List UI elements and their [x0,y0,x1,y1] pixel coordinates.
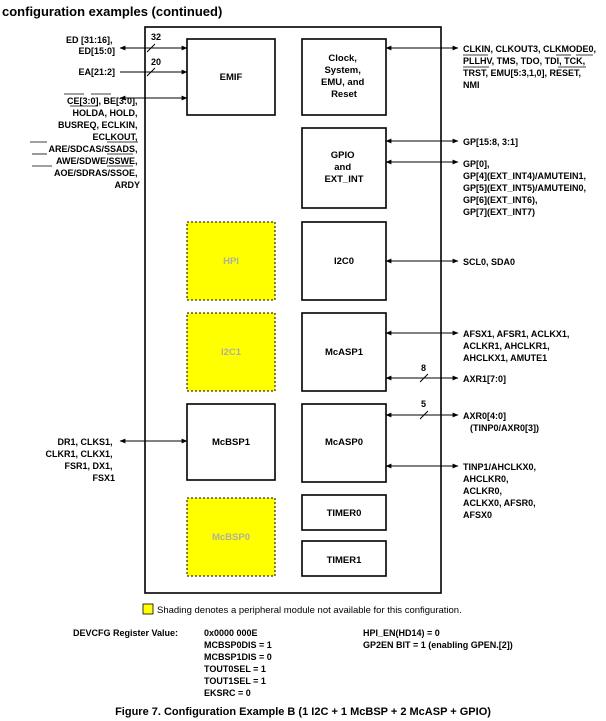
hpi-block [186,221,276,301]
devcfg-extra: HPI_EN(HD14) = 0 GP2EN BIT = 1 (enabling… [363,628,513,650]
gp-bus-signal: GP[15:8, 3:1] [463,137,518,147]
gpio-label: GPIO and EXT_INT [324,150,363,185]
mcbsp1-signals: DR1, CLKS1, CLKR1, CLKX1, FSR1, DX1, FSX… [45,437,115,483]
gpio-block [301,127,387,209]
ed-signal-label: ED [31:16], ED[15:0] [66,35,115,56]
axr0-width: 5 [421,399,426,409]
i2c0-signals: SCL0, SDA0 [463,257,515,267]
hpi-label: HPI [223,256,239,267]
axr0-bus-slash [419,410,429,420]
overbars-clock [463,54,593,68]
axr0-signals: AXR0[4:0] (TINP0/AXR0[3]) [463,411,539,433]
ea-width: 20 [151,57,161,67]
devcfg-values: 0x0000 000E MCBSP0DIS = 1 MCBSP1DIS = 0 … [204,628,274,698]
i2c1-label: I2C1 [221,347,242,358]
devcfg-label: DEVCFG Register Value: [73,628,178,638]
axr1-bus-slash [419,373,429,383]
clock-signals: CLKIN, CLKOUT3, CLKMODE0, PLLHV, TMS, TD… [463,44,599,90]
mcasp1-signals: AFSX1, AFSR1, ACLKX1, ACLKR1, AHCLKR1, A… [463,329,572,363]
legend-text: Shading denotes a peripheral module not … [157,605,462,616]
overbars-ctrl [30,93,138,167]
mcasp1-block [301,312,387,392]
ed-width: 32 [151,32,161,42]
mcbsp0-label: McBSP0 [212,532,250,543]
device-boundary [144,26,442,594]
ea-signal-label: EA[21:2] [78,67,115,77]
mcbsp1-label: McBSP1 [212,437,251,448]
timer1-label: TIMER1 [327,555,363,566]
timer1-block [301,540,387,577]
ed-bus-slash [146,43,156,53]
mcasp0-block [301,403,387,483]
mcasp0-label: McASP0 [325,437,363,448]
mcasp1-label: McASP1 [325,347,364,358]
mcbsp1-block [186,403,276,481]
section-header: configuration examples (continued) [2,4,222,19]
timer0-label: TIMER0 [327,508,362,519]
legend-swatch [142,603,154,615]
i2c1-block [186,312,276,392]
axr1-width: 8 [421,363,426,373]
gp-ext-signals: GP[0], GP[4](EXT_INT4)/AMUTEIN1, GP[5](E… [463,159,589,217]
mcbsp0-block [186,497,276,577]
i2c0-label: I2C0 [334,256,354,267]
figure-caption: Figure 7. Configuration Example B (1 I2C… [115,706,491,718]
ea-bus-slash [146,67,156,77]
axr1-signal: AXR1[7:0] [463,374,506,384]
emif-label: EMIF [220,72,243,83]
clock-label: Clock, System, EMU, and Reset [321,53,367,100]
emif-ctrl-signals: CE[3:0], BE[3:0], HOLDA, HOLD, BUSREQ, E… [48,96,140,190]
clock-block [301,38,387,116]
timer0-block [301,494,387,531]
mcasp0-signals: TINP1/AHCLKX0, AHCLKR0, ACLKR0, ACLKX0, … [463,462,539,520]
emif-block [186,38,276,116]
